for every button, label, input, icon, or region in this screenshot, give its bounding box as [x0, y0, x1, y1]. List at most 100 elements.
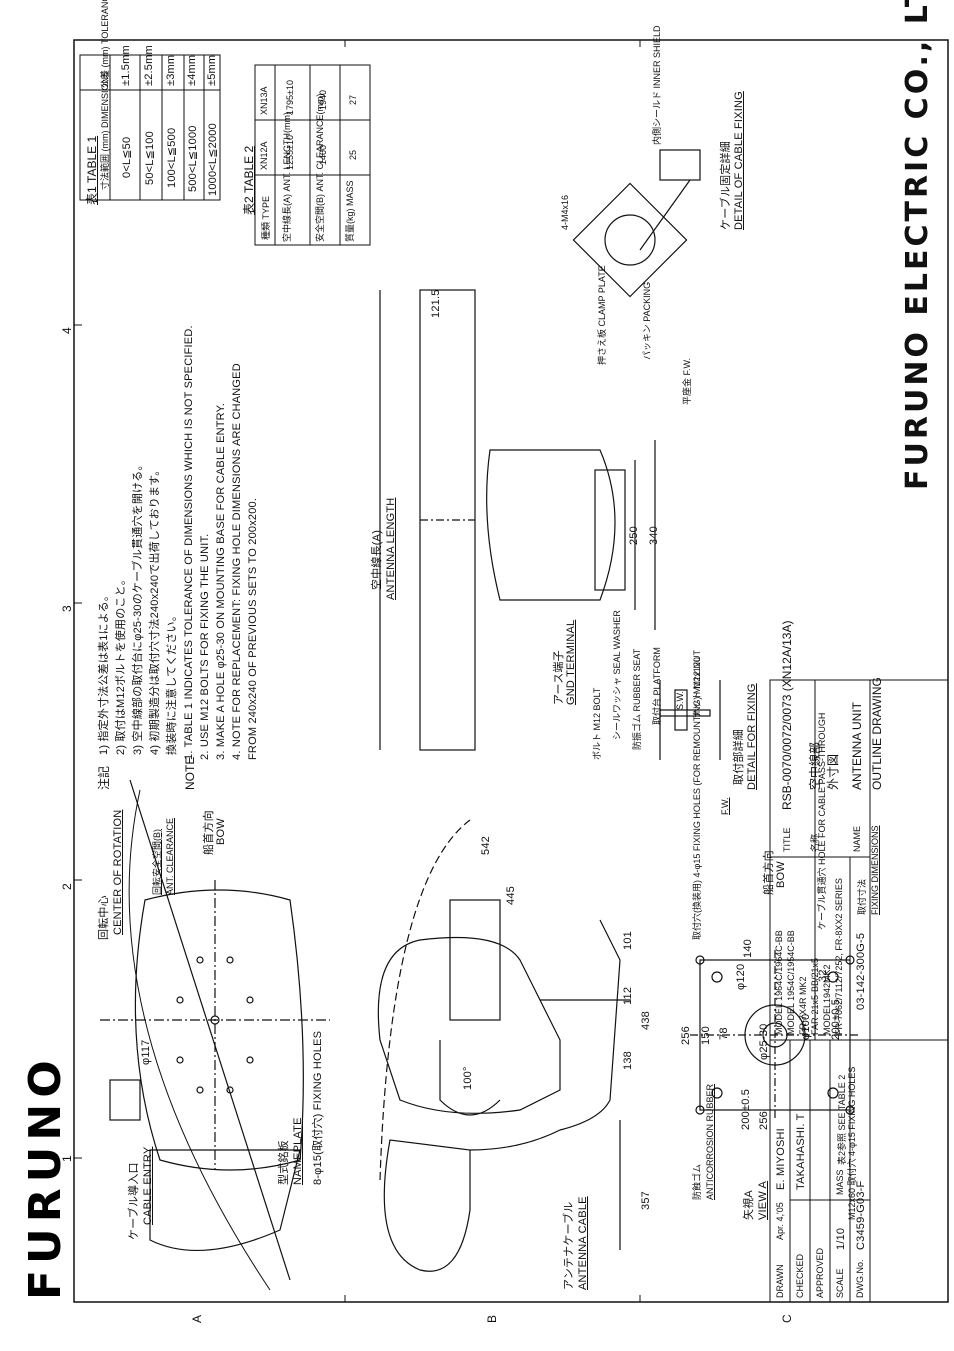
anticorrosion: ANTICORROSION RUBBER — [705, 1083, 715, 1200]
cable-entry: CABLE ENTRY — [142, 1146, 154, 1225]
checked-label: CHECKED — [795, 1253, 805, 1298]
table1-col2: 公差 (mm) TOLERANCE — [100, 0, 110, 88]
ant-clearance-jp: 回転安全空間(B) — [152, 829, 162, 895]
dim-357: 357 — [640, 1191, 652, 1210]
cable-entry-jp: ケーブル導入口 — [128, 1162, 140, 1240]
fixing-dims-jp: 取付寸法 — [857, 878, 867, 915]
sw: S.W. — [675, 690, 685, 710]
dim-542: 542 — [480, 836, 492, 855]
note-en-3: 3. MAKE A HOLE φ25-30 ON MOUNTING BASE F… — [215, 403, 227, 760]
dim-256a: 256 — [680, 1026, 692, 1045]
table2-r3-b: 27 — [348, 94, 358, 105]
model-1: MODEL 1964C/1964C-BB — [774, 930, 784, 1035]
dim-phi120: φ120 — [735, 963, 747, 990]
table2-h-type: 種類 TYPE — [261, 195, 271, 240]
detail-fixing-jp: 取付部詳細 — [733, 729, 745, 785]
title-block-frame — [769, 679, 949, 1303]
table2-r3-a: 25 — [348, 149, 358, 160]
packing: パッキン PACKING — [642, 281, 652, 360]
nameplate-jp: 型式銘板 — [278, 1140, 290, 1185]
scale-value: 1/10 — [835, 1227, 847, 1250]
company-name: FURUNO ELECTRIC CO., LTD. — [900, 0, 935, 490]
title-label: TITLE — [782, 827, 792, 852]
ant-length: ANTENNA LENGTH — [385, 497, 397, 600]
fixing-4holes: 取付穴(換装用) 4-φ15 FIXING HOLES (FOR REMOUNT… — [692, 657, 702, 940]
gnd-terminal-jp: アース端子 — [553, 650, 565, 705]
bow-1: BOW — [215, 818, 227, 845]
top-view — [100, 779, 330, 1291]
dwg-value: C3459-G03-F — [855, 1180, 867, 1250]
table1-row4-dim: 500<L≦1000 — [187, 125, 199, 192]
dim-138: 138 — [622, 1051, 634, 1070]
mass-label: MASS — [835, 1169, 845, 1195]
ant-length-jp: 空中線長(A) — [371, 529, 383, 590]
dwg-label: DWG.No. — [855, 1259, 865, 1298]
fw: F.W. — [720, 797, 730, 816]
dim-200a: 200±0.5 — [740, 1088, 752, 1130]
table1-row5-tol: ±5mm — [206, 54, 218, 86]
dim-100deg: 100° — [462, 1066, 474, 1090]
dim-121: 121.5 — [430, 289, 442, 318]
note-jp-4: 4) 初期製造分は取付穴寸法240x240で出荷しております。 — [149, 464, 161, 755]
note-jp-5: 換装時に注意してください。 — [166, 610, 178, 755]
drawn-date: Apr. 4,'05 — [775, 1202, 785, 1240]
dim-112: 112 — [622, 986, 634, 1005]
seal-washer: シールワッシャ SEAL WASHER — [612, 610, 622, 740]
bow-2: BOW — [775, 861, 787, 888]
m4-screws: 4-M4x16 — [560, 194, 570, 230]
inner-shield: 内側シールド INNER SHIELD — [652, 25, 662, 145]
fw-2: 平座金 F.W. — [682, 358, 692, 405]
model-6: FR-7062/7112/7252, FR-8XX2 SERIES — [834, 878, 844, 1035]
table2-r2-a: 1400 — [318, 144, 328, 165]
grid-col-3: 3 — [60, 605, 74, 612]
grid-ticks — [74, 40, 641, 1302]
name-value: ANTENNA UNIT — [850, 701, 864, 790]
front-view — [379, 289, 656, 751]
detail-cable-jp: ケーブル固定詳細 — [720, 141, 732, 230]
detail-cable: DETAIL OF CABLE FIXING — [733, 91, 745, 230]
furuno-logo: FURUNO — [20, 1054, 71, 1300]
dim-250: 250 — [628, 526, 640, 545]
platform: 取付台 PLATFORM — [652, 647, 662, 725]
table2-h-xn13a: XN13A — [259, 86, 269, 115]
note-jp-2: 2) 取付はM12ボルトを使用のこと。 — [115, 573, 127, 755]
bow-jp-2: 船首方向 — [763, 850, 775, 895]
anticorrosion-jp: 防蝕ゴム — [692, 1163, 702, 1200]
table-grids — [79, 54, 371, 246]
table1-row1-dim: 0<L≦50 — [121, 136, 133, 178]
fixing-dims: FIXING DIMENSIONS — [870, 825, 880, 915]
note-en-2: 2. USE M12 BOLTS FOR FIXING THE UNIT. — [199, 533, 211, 760]
dim-140: 140 — [742, 939, 754, 958]
grid-row-a: A — [190, 1314, 204, 1323]
model-4: FAR-21x5-BB/21x5 — [810, 957, 820, 1035]
table2-r3-label: 質量(kg) MASS — [345, 180, 355, 242]
table1-row3-tol: ±3mm — [165, 54, 177, 86]
dim-phi25: φ25-30 — [758, 1023, 770, 1060]
view-a: VIEW A — [757, 1180, 769, 1220]
grid-col-2: 2 — [60, 883, 74, 890]
sheet-border — [73, 39, 949, 1303]
model-3: FR-7X4R MK2 — [798, 976, 808, 1035]
clamp-plate: 押さえ板 CLAMP PLATE — [597, 265, 607, 365]
bow-jp-1: 船首方向 — [203, 810, 215, 855]
dim-78: 78 — [718, 1027, 730, 1040]
title-value: RSB-0070/0072/0073 (XN12A/13A) — [780, 620, 794, 810]
table1-row2-tol: ±2.5mm — [143, 45, 155, 86]
note-en-4: 4. NOTE FOR REPLACEMENT: FIXING HOLE DIM… — [231, 363, 243, 760]
grid-row-c: C — [780, 1314, 794, 1323]
scale-label: SCALE — [835, 1268, 845, 1298]
model-5: MODEL1942MK2 — [822, 964, 832, 1035]
antenna-cable: ANTENNA CABLE — [577, 1196, 589, 1290]
dim-256b: 256 — [758, 1111, 770, 1130]
table2-r1-label: 空中線長(A) ANT. LENGTH(mm) — [282, 112, 292, 242]
dim-117: φ117 — [140, 1039, 152, 1065]
name-label-jp: 名称 — [810, 833, 820, 852]
table1-row4-tol: ±4mm — [186, 54, 198, 86]
approved-label: APPROVED — [815, 1247, 825, 1298]
view-a-jp: 矢視A — [743, 1190, 755, 1220]
table1-row5-dim: 1000<L≦2000 — [207, 123, 219, 196]
nameplate: NAMEPLATE — [292, 1117, 304, 1185]
m12-bolt: ボルト M12 BOLT — [592, 687, 602, 760]
rubber-seat: 防振ゴム RUBBER SEAT — [632, 648, 642, 750]
